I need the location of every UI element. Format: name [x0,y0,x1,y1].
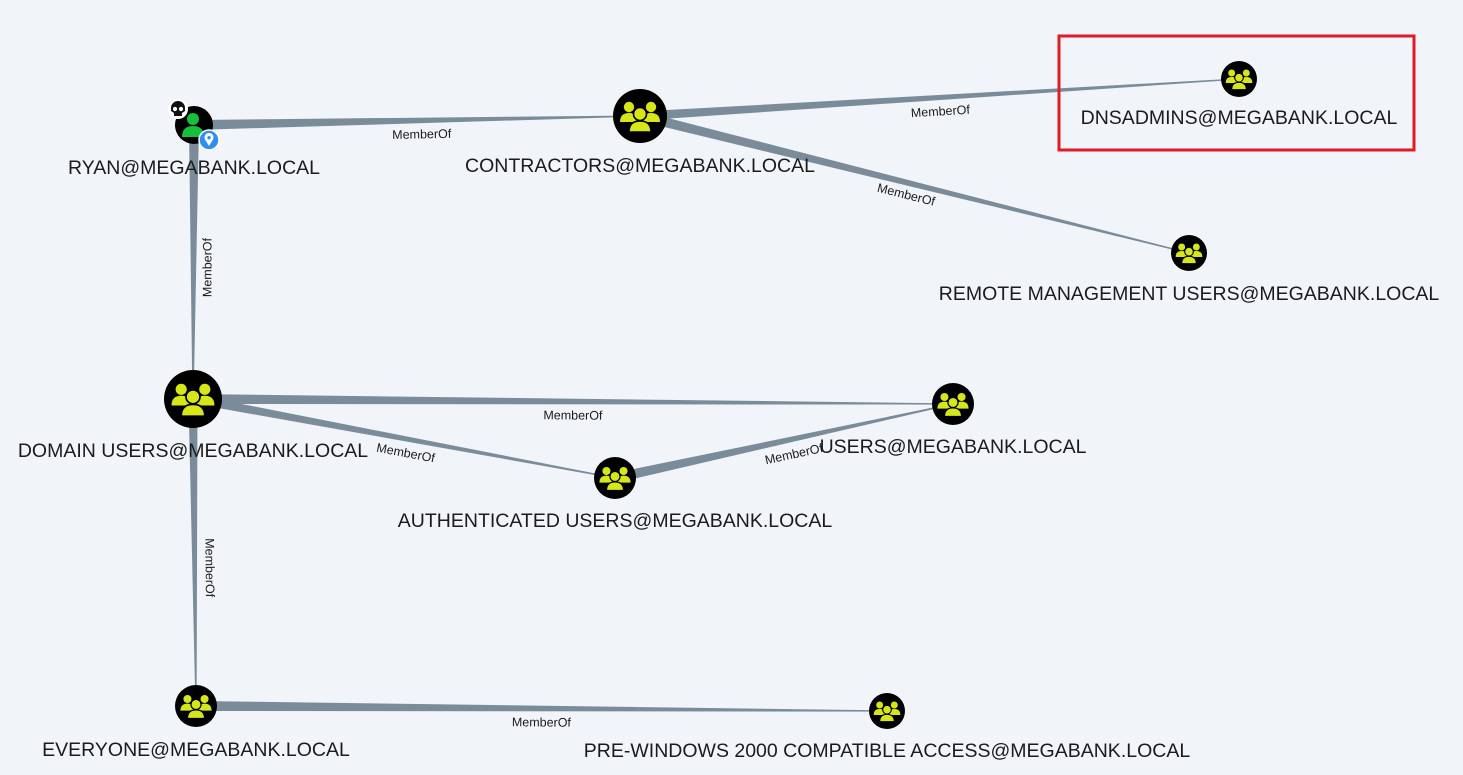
edge-label: MemberOf [392,127,452,142]
node-label[interactable]: DOMAIN USERS@MEGABANK.LOCAL [18,440,368,462]
edge-contractors-to-remote[interactable] [638,111,1190,254]
group-icon [171,383,215,418]
node-everyone[interactable] [175,685,217,727]
node-label[interactable]: EVERYONE@MEGABANK.LOCAL [42,739,350,761]
edge-everyone-to-prewin[interactable] [195,701,888,712]
node-label[interactable]: PRE-WINDOWS 2000 COMPATIBLE ACCESS@MEGAB… [584,740,1191,762]
edge-label: MemberOf [543,408,603,422]
edge-ryan-to-contractors[interactable] [193,115,641,130]
group-icon [1225,69,1253,91]
edge-label: MemberOf [910,103,970,121]
nodes-layer [164,61,1257,729]
map-pin-icon [198,129,220,151]
highlight-box [1057,34,1416,152]
group-icon [599,466,631,492]
skull-icon [168,99,188,119]
edge-ryan-to-domainusers[interactable] [189,124,199,400]
edge-domainusers-to-users[interactable] [192,394,954,405]
node-authusers[interactable] [594,457,636,499]
node-label[interactable]: DNSADMINS@MEGABANK.LOCAL [1081,107,1398,129]
node-remote[interactable] [1171,235,1207,271]
edge-domainusers-to-authusers[interactable] [192,394,616,479]
group-icon [1175,243,1203,265]
group-icon [937,392,969,418]
node-domainusers[interactable] [164,370,222,428]
labels-layer: MemberOfMemberOfMemberOfMemberOfMemberOf… [18,103,1440,762]
node-label[interactable]: CONTRACTORS@MEGABANK.LOCAL [465,155,815,177]
node-ryan[interactable] [168,99,220,151]
node-prewin[interactable] [869,693,905,729]
edge-contractors-to-dnsadmins[interactable] [639,78,1240,121]
edges-layer [188,78,1240,712]
node-label[interactable]: REMOTE MANAGEMENT USERS@MEGABANK.LOCAL [939,283,1440,305]
node-users[interactable] [932,383,974,425]
group-icon [620,101,660,133]
group-icon [180,694,212,720]
node-contractors[interactable] [613,89,667,143]
user-icon [182,113,204,137]
group-icon [873,701,901,723]
node-dnsadmins[interactable] [1221,61,1257,97]
edge-label: MemberOf [512,715,572,729]
edge-label: MemberOf [200,237,214,297]
node-label[interactable]: RYAN@MEGABANK.LOCAL [68,157,320,179]
edge-label: MemberOf [202,538,217,598]
node-label[interactable]: USERS@MEGABANK.LOCAL [820,436,1087,458]
edge-authusers-to-users[interactable] [613,403,954,483]
node-label[interactable]: AUTHENTICATED USERS@MEGABANK.LOCAL [398,510,833,532]
edge-domainusers-to-everyone[interactable] [188,398,198,707]
